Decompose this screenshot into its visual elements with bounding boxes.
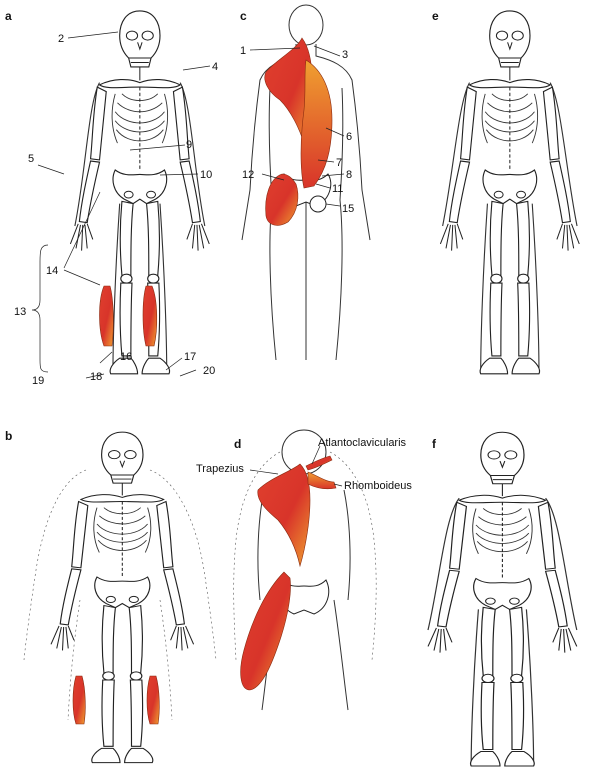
skeleton-ape-b bbox=[50, 431, 195, 764]
leader-12 bbox=[261, 173, 285, 181]
callout-7: 7 bbox=[336, 157, 342, 169]
callout-20: 20 bbox=[203, 365, 215, 377]
rhomboideus-muscle-d bbox=[307, 471, 337, 490]
leader-14b bbox=[63, 269, 101, 286]
panel-label-e: e bbox=[432, 9, 439, 23]
leader-14a bbox=[63, 191, 101, 269]
panel-f: f bbox=[427, 431, 578, 767]
leader-atlantoclavicularis bbox=[311, 445, 321, 465]
callout-9: 9 bbox=[186, 139, 192, 151]
callout-1: 1 bbox=[240, 45, 246, 57]
calf-muscle-right bbox=[142, 285, 158, 347]
calf-muscle-left bbox=[99, 285, 114, 347]
callout-10: 10 bbox=[200, 169, 212, 181]
callout-13: 13 bbox=[14, 306, 26, 318]
leader-trapezius bbox=[249, 469, 279, 475]
leader-2 bbox=[67, 31, 119, 39]
panel-label-d: d bbox=[234, 437, 241, 451]
leader-18 bbox=[85, 373, 105, 379]
callout-6: 6 bbox=[346, 131, 352, 143]
callout-12: 12 bbox=[242, 169, 254, 181]
skeleton-hominin-f bbox=[427, 431, 578, 767]
callout-19: 19 bbox=[32, 375, 44, 387]
leader-11 bbox=[315, 183, 331, 189]
callout-17: 17 bbox=[184, 351, 196, 363]
leader-9 bbox=[129, 144, 186, 151]
callout-18: 18 bbox=[90, 371, 102, 383]
panel-d: d Atlantoclavicularis Trapezius Rhomboid… bbox=[196, 429, 412, 711]
panel-label-f: f bbox=[432, 437, 437, 451]
leader-rhomboideus bbox=[333, 483, 343, 487]
callout-2: 2 bbox=[58, 33, 64, 45]
leader-7 bbox=[317, 159, 335, 163]
callout-8: 8 bbox=[346, 169, 352, 181]
panel-b: b bbox=[5, 429, 217, 764]
trapezius-muscle-d bbox=[257, 463, 311, 568]
hair-outline-b bbox=[23, 469, 217, 721]
panel-a: a 2 4 5 9 10 14 13 16 17 19 18 20 bbox=[5, 9, 218, 387]
leader-15 bbox=[325, 203, 341, 207]
panel-label-a: a bbox=[5, 9, 12, 23]
skeleton-human-e bbox=[439, 10, 580, 375]
panel-label-c: c bbox=[240, 9, 247, 23]
atlantoclavicularis-muscle-d bbox=[305, 455, 333, 471]
calf-muscle-left-b bbox=[72, 675, 86, 725]
panel-label-b: b bbox=[5, 429, 12, 443]
label-atlantoclavicularis: Atlantoclavicularis bbox=[318, 437, 407, 449]
leader-17 bbox=[165, 357, 183, 371]
callout-16: 16 bbox=[120, 351, 132, 363]
leader-3 bbox=[313, 45, 341, 57]
gluteal-muscle-c bbox=[265, 173, 299, 226]
calf-muscle-right-b bbox=[146, 675, 160, 725]
callout-14: 14 bbox=[46, 265, 58, 277]
callout-3: 3 bbox=[342, 49, 348, 61]
leader-1 bbox=[249, 47, 301, 51]
bracket-13 bbox=[31, 244, 49, 373]
label-rhomboideus: Rhomboideus bbox=[344, 480, 412, 492]
leader-16 bbox=[99, 351, 113, 364]
callout-5: 5 bbox=[28, 153, 34, 165]
latissimus-muscle-c bbox=[300, 59, 333, 189]
panel-e: e bbox=[432, 9, 580, 375]
callout-4: 4 bbox=[212, 61, 218, 73]
gluteal-muscle-d bbox=[240, 571, 291, 691]
leader-8 bbox=[321, 173, 345, 177]
skeleton-human-a bbox=[69, 10, 210, 375]
callout-11: 11 bbox=[332, 183, 343, 195]
panel-c: c 1 3 6 7 8 11 12 15 bbox=[240, 4, 371, 361]
leader-6 bbox=[325, 127, 345, 137]
label-trapezius: Trapezius bbox=[196, 463, 244, 475]
leader-4 bbox=[182, 65, 211, 71]
leader-10 bbox=[159, 173, 199, 176]
callout-15: 15 bbox=[342, 203, 354, 215]
leader-5 bbox=[37, 164, 65, 175]
leader-20 bbox=[179, 369, 197, 377]
hair-outline-d bbox=[233, 451, 377, 661]
